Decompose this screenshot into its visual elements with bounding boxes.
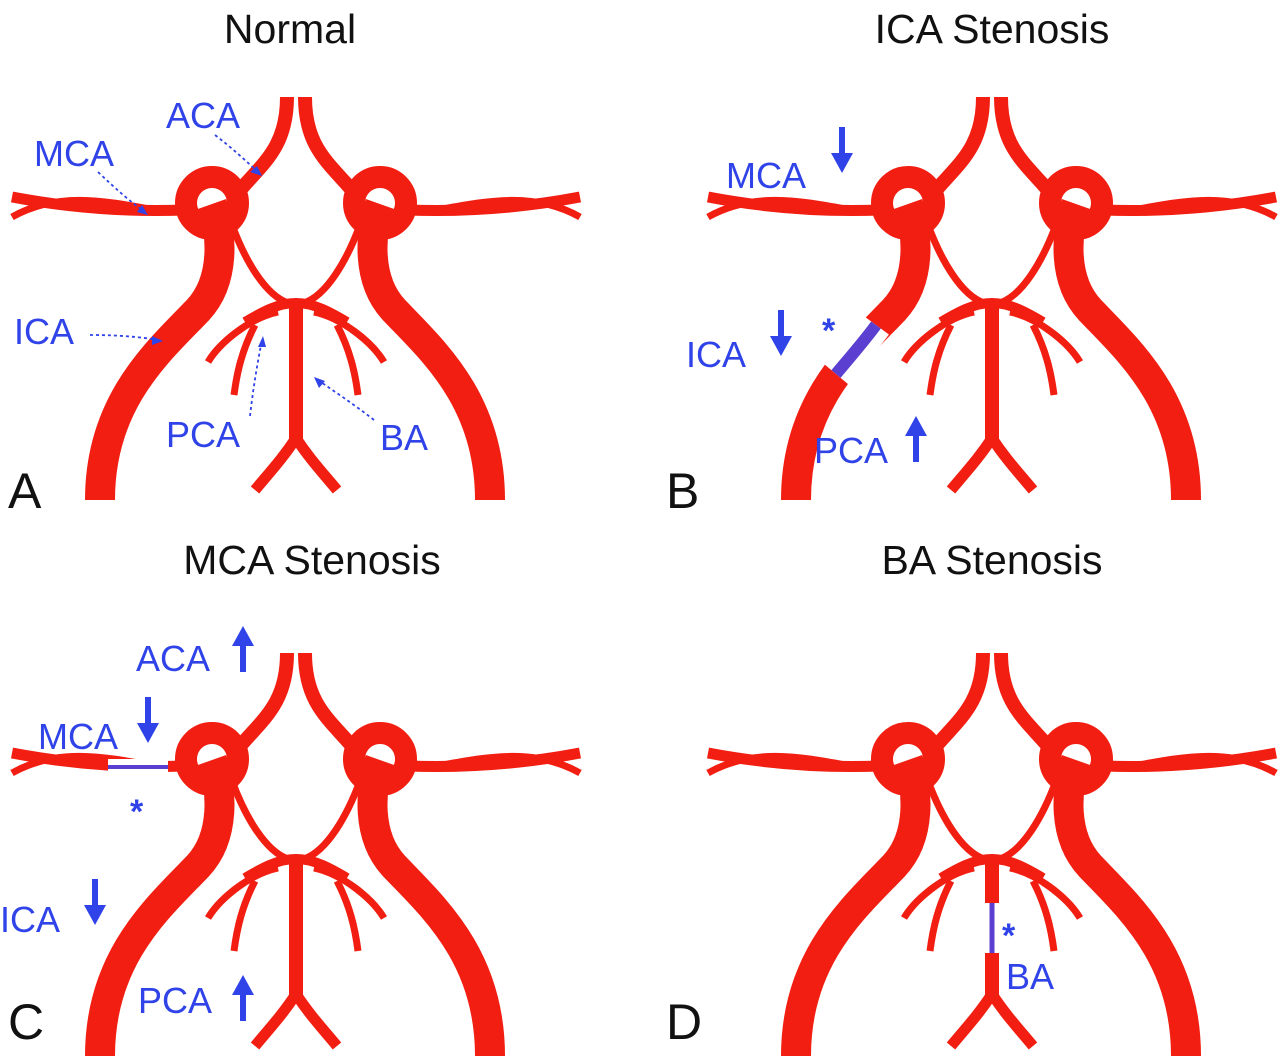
aca-increase-arrow (232, 626, 254, 672)
panel-c-mca-stenosis: MCA Stenosis ACA MCA ICA PCA * C (0, 531, 640, 1062)
panel-a-normal: Normal ACA MCA ICA PCA BA A (0, 0, 640, 531)
panel-d-ba-stenosis: BA Stenosis BA * D (640, 531, 1280, 1062)
pca-increase-arrow (905, 416, 927, 462)
ica-stenosis-segment (831, 321, 881, 378)
leader-arrowheads (137, 166, 325, 388)
mca-decrease-arrow (137, 697, 159, 743)
pca-label: PCA (814, 430, 889, 471)
circle-of-willis-normal (0, 0, 640, 531)
ica-label: ICA (0, 899, 61, 940)
ica-label: ICA (14, 311, 75, 352)
circle-of-willis-ica-stenosis (640, 0, 1280, 531)
ba-label: BA (1006, 956, 1055, 997)
circle-of-willis-mca-stenosis (0, 626, 640, 1062)
aca-label: ACA (136, 638, 211, 679)
panel-title: BA Stenosis (881, 537, 1103, 583)
panel-title: Normal (223, 6, 357, 52)
circle-of-willis-ba-stenosis (640, 531, 1280, 1062)
aca-label: ACA (166, 95, 241, 136)
pca-label: PCA (138, 980, 213, 1021)
pca-increase-arrow (232, 975, 254, 1021)
panel-title: MCA Stenosis (183, 537, 441, 583)
ica-label: ICA (686, 334, 747, 375)
stenosis-marker: * (1002, 917, 1016, 955)
mca-label: MCA (726, 155, 806, 196)
panel-letter: C (8, 994, 45, 1050)
mca-label: MCA (38, 716, 118, 757)
ba-label: BA (380, 417, 429, 458)
stenosis-marker: * (130, 793, 144, 831)
mca-label: MCA (34, 133, 114, 174)
pca-label: PCA (166, 414, 241, 455)
panel-letter: D (666, 994, 703, 1050)
ica-decrease-arrow (770, 310, 792, 356)
ica-decrease-arrow (84, 879, 106, 925)
mca-decrease-arrow (831, 127, 853, 173)
panel-letter: A (8, 463, 42, 519)
panel-title: ICA Stenosis (874, 6, 1110, 52)
panel-letter: B (666, 463, 700, 519)
stenosis-marker: * (822, 312, 836, 350)
panel-b-ica-stenosis: ICA Stenosis MCA ICA PCA * B (640, 0, 1280, 531)
